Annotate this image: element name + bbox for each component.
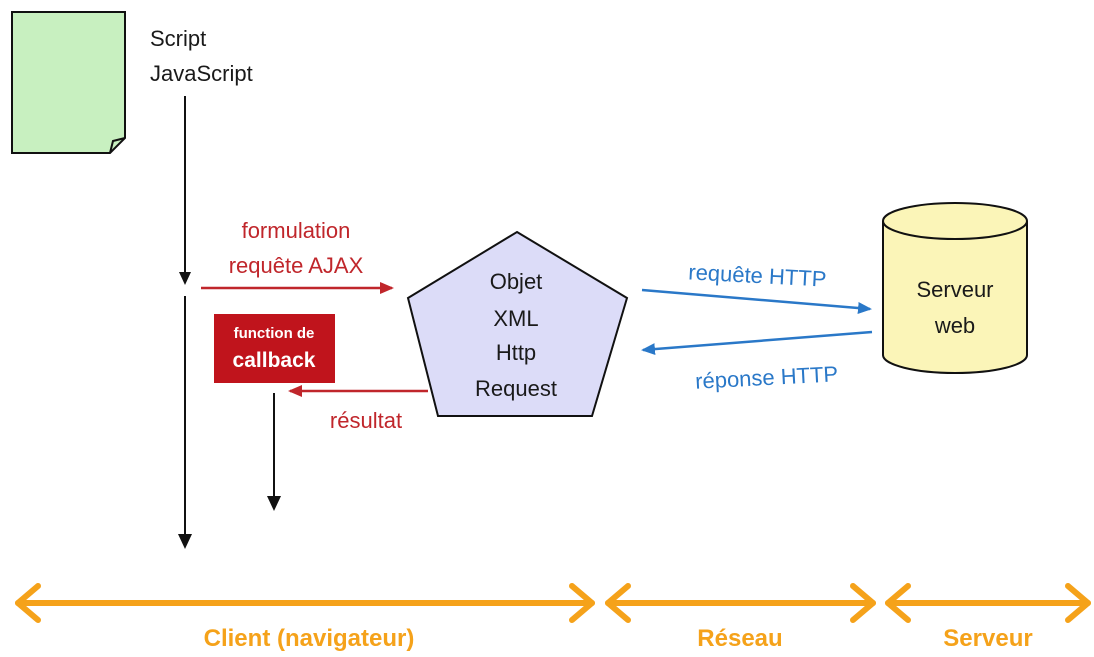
xhr-label-line2: XML [493, 306, 538, 331]
network-zone-label: Réseau [697, 625, 782, 652]
result-label: résultat [330, 408, 402, 433]
xhr-pentagon [406, 230, 629, 417]
http-request-arrow [641, 288, 872, 314]
server-cylinder-icon [882, 202, 1028, 374]
xhr-label-line4: Request [475, 376, 557, 401]
timeline-upper-arrowhead [179, 272, 191, 285]
callback-timeline-arrowhead [267, 496, 281, 511]
ajax-formulation-line1: formulation [242, 218, 351, 243]
http-response-label: réponse HTTP [695, 361, 839, 393]
script-document-icon [11, 11, 126, 154]
callback-label-line2: callback [233, 349, 316, 372]
callback-label-line1: function de [234, 325, 315, 342]
client-zone-bracket [15, 583, 595, 623]
ajax-formulation-line2: requête AJAX [229, 253, 364, 278]
server-label-line2: web [934, 313, 975, 338]
xhr-label-line1: Objet [490, 269, 543, 294]
server-label-line1: Serveur [916, 277, 993, 302]
network-zone-bracket [605, 583, 876, 623]
server-zone-bracket [885, 583, 1091, 623]
script-label-line1: Script [150, 26, 206, 51]
callback-box [214, 314, 335, 383]
xhr-label-line3: Http [496, 340, 536, 365]
http-response-arrow [641, 330, 873, 356]
script-label-line2: JavaScript [150, 61, 253, 86]
http-request-label: requête HTTP [688, 259, 827, 291]
client-zone-label: Client (navigateur) [204, 625, 415, 652]
server-zone-label: Serveur [943, 625, 1032, 652]
timeline-lower-arrowhead [178, 534, 192, 549]
